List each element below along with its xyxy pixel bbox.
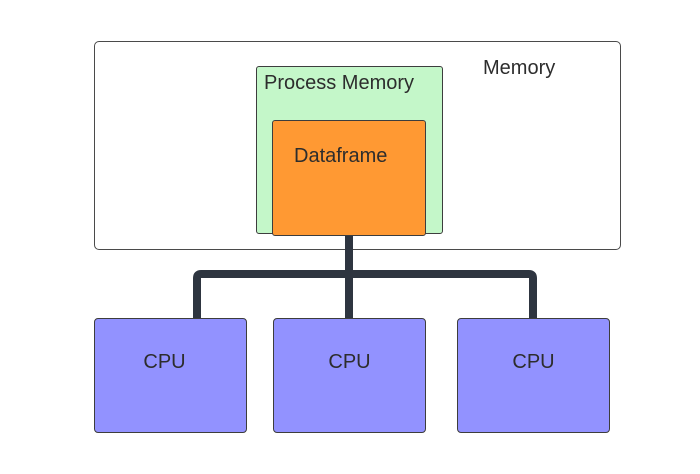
process-memory-label: Process Memory bbox=[264, 72, 415, 94]
dataframe-label: Dataframe bbox=[294, 145, 388, 167]
dataframe-box bbox=[272, 120, 426, 236]
cpu-box-2 bbox=[273, 318, 426, 433]
cpu-label-2: CPU bbox=[328, 351, 371, 373]
bus-crossbar bbox=[193, 270, 537, 318]
cpu-box-1 bbox=[94, 318, 247, 433]
memory-label: Memory bbox=[483, 57, 556, 79]
cpu-label-3: CPU bbox=[512, 351, 555, 373]
cpu-box-3 bbox=[457, 318, 610, 433]
cpu-label-1: CPU bbox=[143, 351, 186, 373]
